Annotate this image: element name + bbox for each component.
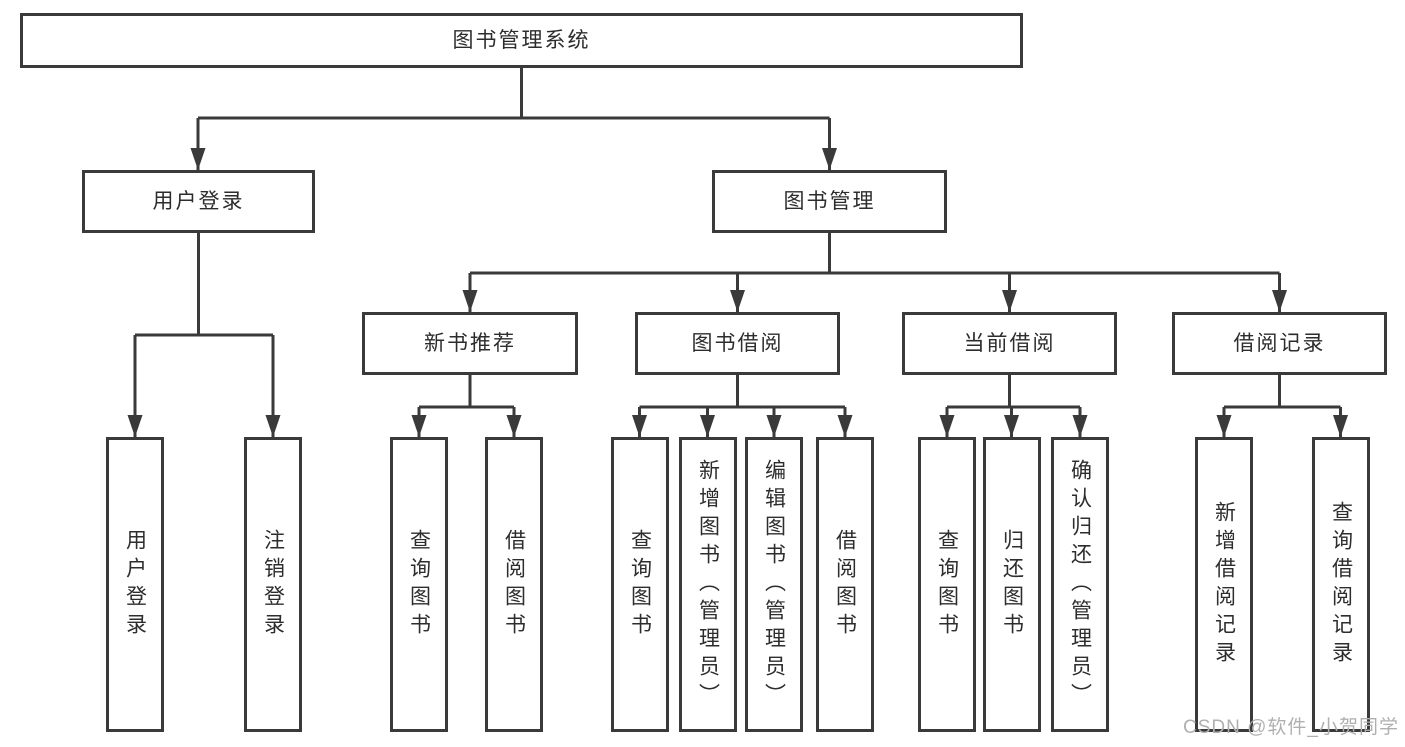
leaf-recommend-borrow-books: 借阅图书 [485, 437, 543, 732]
connector-recommend-stem [419, 375, 514, 409]
connector-current-stem [947, 375, 1080, 409]
node-current-borrowing: 当前借阅 [902, 312, 1117, 375]
node-book-borrowing: 图书借阅 [635, 312, 840, 375]
leaf-user-login: 用户登录 [106, 437, 164, 732]
leaf-current-query-books: 查询图书 [918, 437, 976, 732]
connector-borrowing-stem [639, 375, 845, 409]
connector-root-stem [198, 68, 830, 120]
leaf-edit-book-admin: 编辑图书（管理员） [745, 437, 803, 732]
watermark: CSDN @软件_小贺同学 [1183, 717, 1399, 738]
leaf-confirm-return-admin: 确认归还（管理员） [1051, 437, 1109, 732]
connector-book-management-stem [470, 233, 1280, 275]
leaf-logout: 注销登录 [244, 437, 302, 732]
leaf-recommend-query-books: 查询图书 [390, 437, 448, 732]
node-user-login: 用户登录 [82, 170, 315, 233]
connector-user-login-stem [135, 233, 273, 337]
node-library-system: 图书管理系统 [20, 13, 1023, 68]
leaf-add-book-admin: 新增图书（管理员） [679, 437, 737, 732]
node-borrowing-records: 借阅记录 [1172, 312, 1387, 375]
leaf-borrowing-borrow-books: 借阅图书 [816, 437, 874, 732]
leaf-borrowing-query-books: 查询图书 [611, 437, 669, 732]
connector-records-stem [1224, 375, 1341, 409]
node-book-management: 图书管理 [712, 170, 947, 233]
leaf-return-books: 归还图书 [983, 437, 1041, 732]
leaf-add-borrow-record: 新增借阅记录 [1195, 437, 1253, 732]
leaf-query-borrow-record: 查询借阅记录 [1312, 437, 1370, 732]
node-new-book-recommend: 新书推荐 [362, 312, 578, 375]
